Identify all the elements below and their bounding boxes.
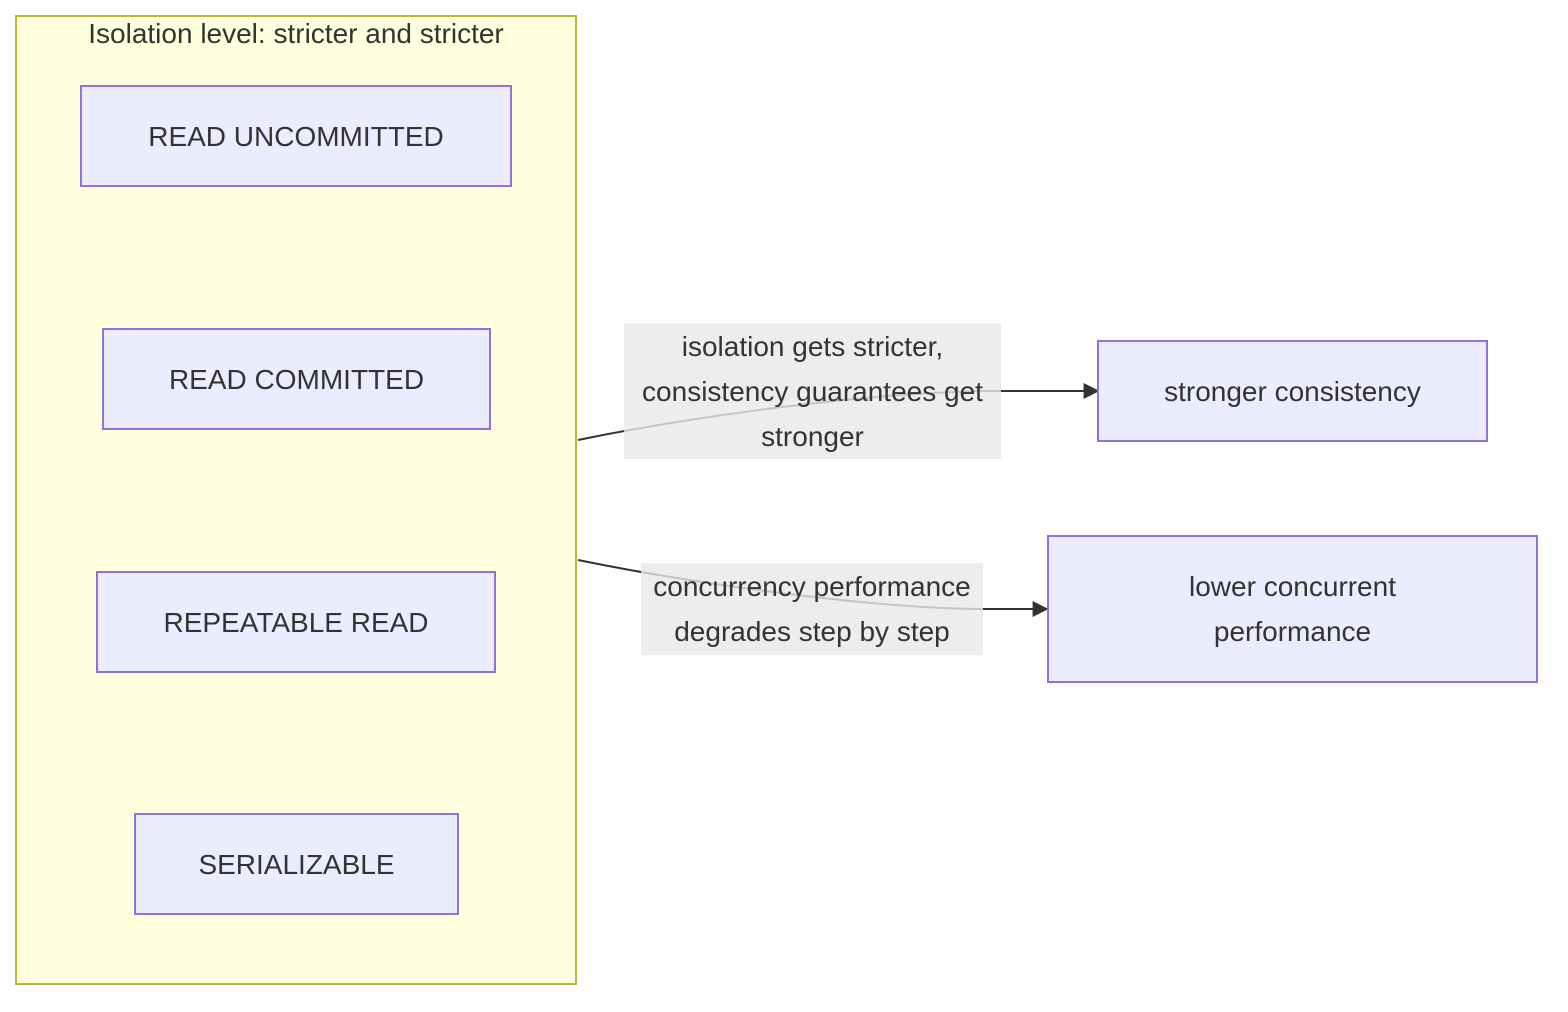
- edge-label-performance: concurrency performance degrades step by…: [641, 563, 983, 655]
- node-repeatable-read-label: REPEATABLE READ: [163, 606, 429, 638]
- node-stronger-consistency: stronger consistency: [1097, 340, 1488, 442]
- node-read-committed-label: READ COMMITTED: [168, 363, 425, 395]
- node-read-committed: READ COMMITTED: [102, 328, 491, 430]
- node-lower-concurrent-performance: lower concurrent performance: [1047, 535, 1538, 683]
- node-serializable: SERIALIZABLE: [134, 813, 459, 915]
- cluster-title: Isolation level: stricter and stricter: [88, 18, 504, 49]
- edge-label-consistency-text: isolation gets stricter, consistency gua…: [642, 330, 983, 452]
- node-read-uncommitted-label: READ UNCOMMITTED: [148, 120, 444, 152]
- node-repeatable-read: REPEATABLE READ: [96, 571, 496, 673]
- node-stronger-consistency-label: stronger consistency: [1164, 375, 1421, 407]
- node-lower-concurrent-performance-label: lower concurrent performance: [1189, 571, 1396, 647]
- node-serializable-label: SERIALIZABLE: [198, 848, 395, 880]
- edge-label-performance-text: concurrency performance degrades step by…: [653, 571, 971, 647]
- node-read-uncommitted: READ UNCOMMITTED: [80, 85, 512, 187]
- edge-label-consistency: isolation gets stricter, consistency gua…: [624, 323, 1001, 459]
